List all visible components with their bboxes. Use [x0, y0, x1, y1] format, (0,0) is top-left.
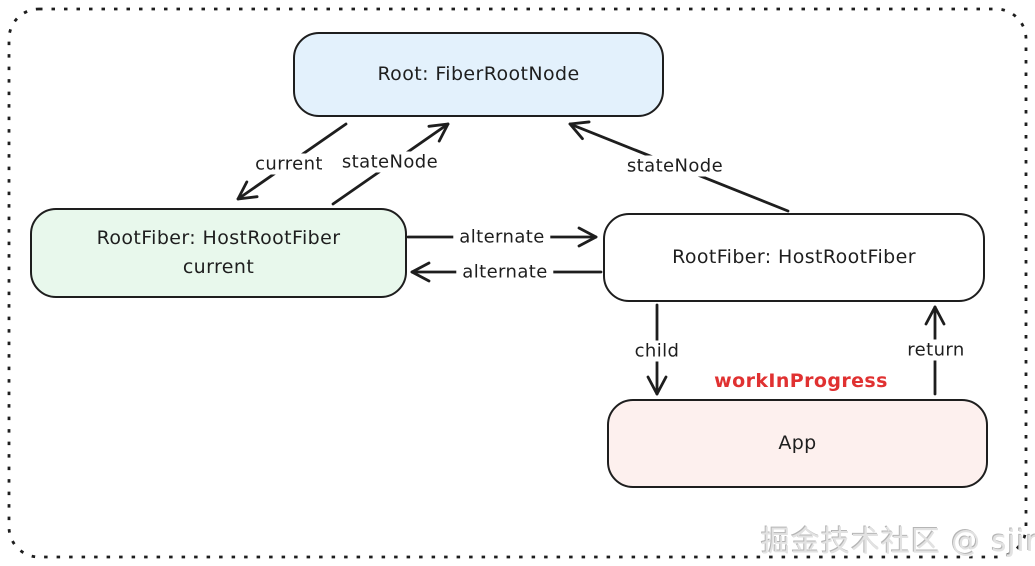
edge-label-alternate-forward: alternate [453, 226, 551, 248]
edge-label-statenode-left: stateNode [335, 151, 445, 173]
edge-label-statenode-right: stateNode [620, 155, 730, 177]
edge-label-alternate-back: alternate [456, 261, 554, 283]
node-app: App [607, 399, 988, 488]
node-label: Root: FiberRootNode [377, 63, 580, 85]
node-root-fiber-alternate: RootFiber: HostRootFiber [603, 213, 985, 302]
node-label: RootFiber: HostRootFiber [672, 246, 916, 268]
node-label: App [778, 432, 817, 454]
node-fiber-root-node: Root: FiberRootNode [293, 32, 664, 117]
node-sublabel: current [182, 256, 255, 278]
node-label: RootFiber: HostRootFiber [96, 227, 341, 249]
edge-label-child: child [628, 340, 686, 362]
edge-label-current: current [249, 153, 329, 175]
watermark: 掘金技术社区 @ sjin [760, 524, 1035, 558]
node-root-fiber-current: RootFiber: HostRootFiber current [30, 208, 407, 298]
edge-label-return: return [901, 339, 971, 361]
edge-label-work-in-progress: workInProgress [714, 370, 888, 392]
